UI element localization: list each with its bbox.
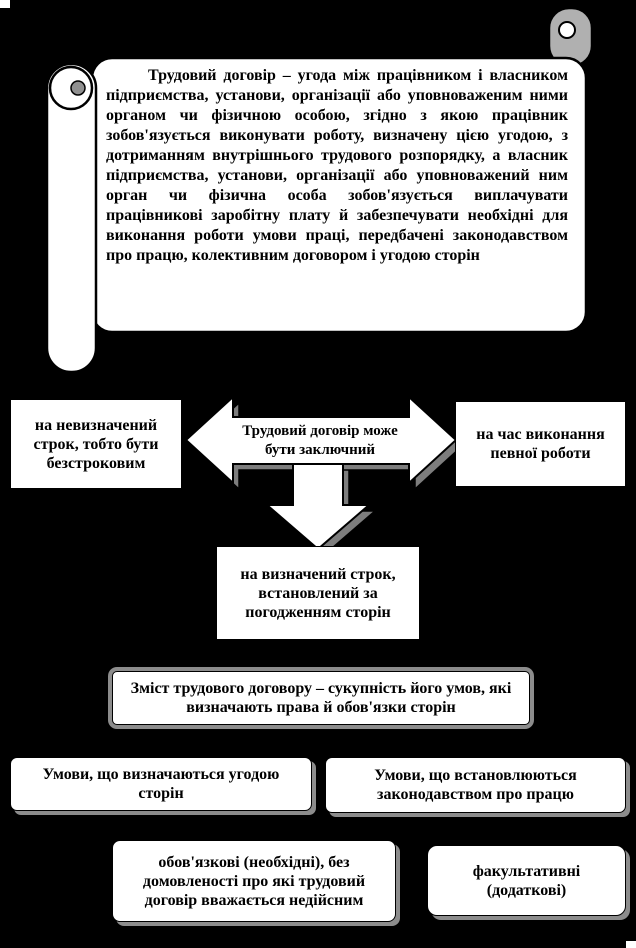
box-conditions-by-law-label: Умови, що встановлюються законодавством …	[374, 767, 577, 803]
contract-content-lead: Зміст	[130, 680, 170, 697]
box-contract-content-text: Зміст трудового договору – сукупність йо…	[123, 679, 519, 717]
box-indefinite-term-label: на невизначений строк, тобто бути безстр…	[33, 416, 159, 472]
arrow-center-label-text: Трудовий договір може бути заключний	[242, 423, 398, 458]
scan-artifact-top-left	[0, 0, 10, 8]
box-conditions-by-agreement: Умови, що визначаються угодою сторін	[10, 757, 312, 811]
scan-artifact-bottom-right	[626, 941, 636, 948]
box-optional-conditions-label: факультативні (додаткові)	[472, 862, 581, 899]
box-fixed-term-label: на визначений строк, встановлений за пог…	[240, 565, 396, 621]
scroll-top-right-curl-spiral	[558, 21, 576, 39]
box-specific-work-term-label: на час виконання певної роботи	[476, 426, 605, 462]
scroll-top-left-curl-spiral	[70, 80, 86, 96]
box-mandatory-conditions-label: обов'язкові (необхідні), без домовленост…	[142, 853, 366, 909]
box-conditions-by-law: Умови, що встановлюються законодавством …	[325, 757, 626, 813]
contract-content-body: трудового договору – сукупність його умо…	[169, 680, 512, 716]
scroll-left-roll	[45, 62, 98, 374]
down-arrow	[264, 459, 372, 551]
definition-lead: Трудовий договір	[148, 67, 276, 84]
box-mandatory-conditions: обов'язкові (необхідні), без домовленост…	[112, 840, 396, 922]
scroll-shape	[45, 6, 594, 374]
box-specific-work-term: на час виконання певної роботи	[455, 401, 626, 487]
box-conditions-by-agreement-label: Умови, що визначаються угодою сторін	[42, 766, 280, 802]
definition-body: – угода між працівником і власником підп…	[106, 67, 569, 264]
box-indefinite-term: на невизначений строк, тобто бути безстр…	[10, 399, 182, 489]
box-contract-content: Зміст трудового договору – сукупність йо…	[112, 671, 530, 725]
arrow-center-label: Трудовий договір може бути заключний	[236, 420, 404, 462]
box-optional-conditions: факультативні (додаткові)	[427, 845, 626, 916]
definition-text: Трудовий договір – угода між працівником…	[106, 66, 568, 328]
box-fixed-term: на визначений строк, встановлений за пог…	[216, 546, 420, 640]
